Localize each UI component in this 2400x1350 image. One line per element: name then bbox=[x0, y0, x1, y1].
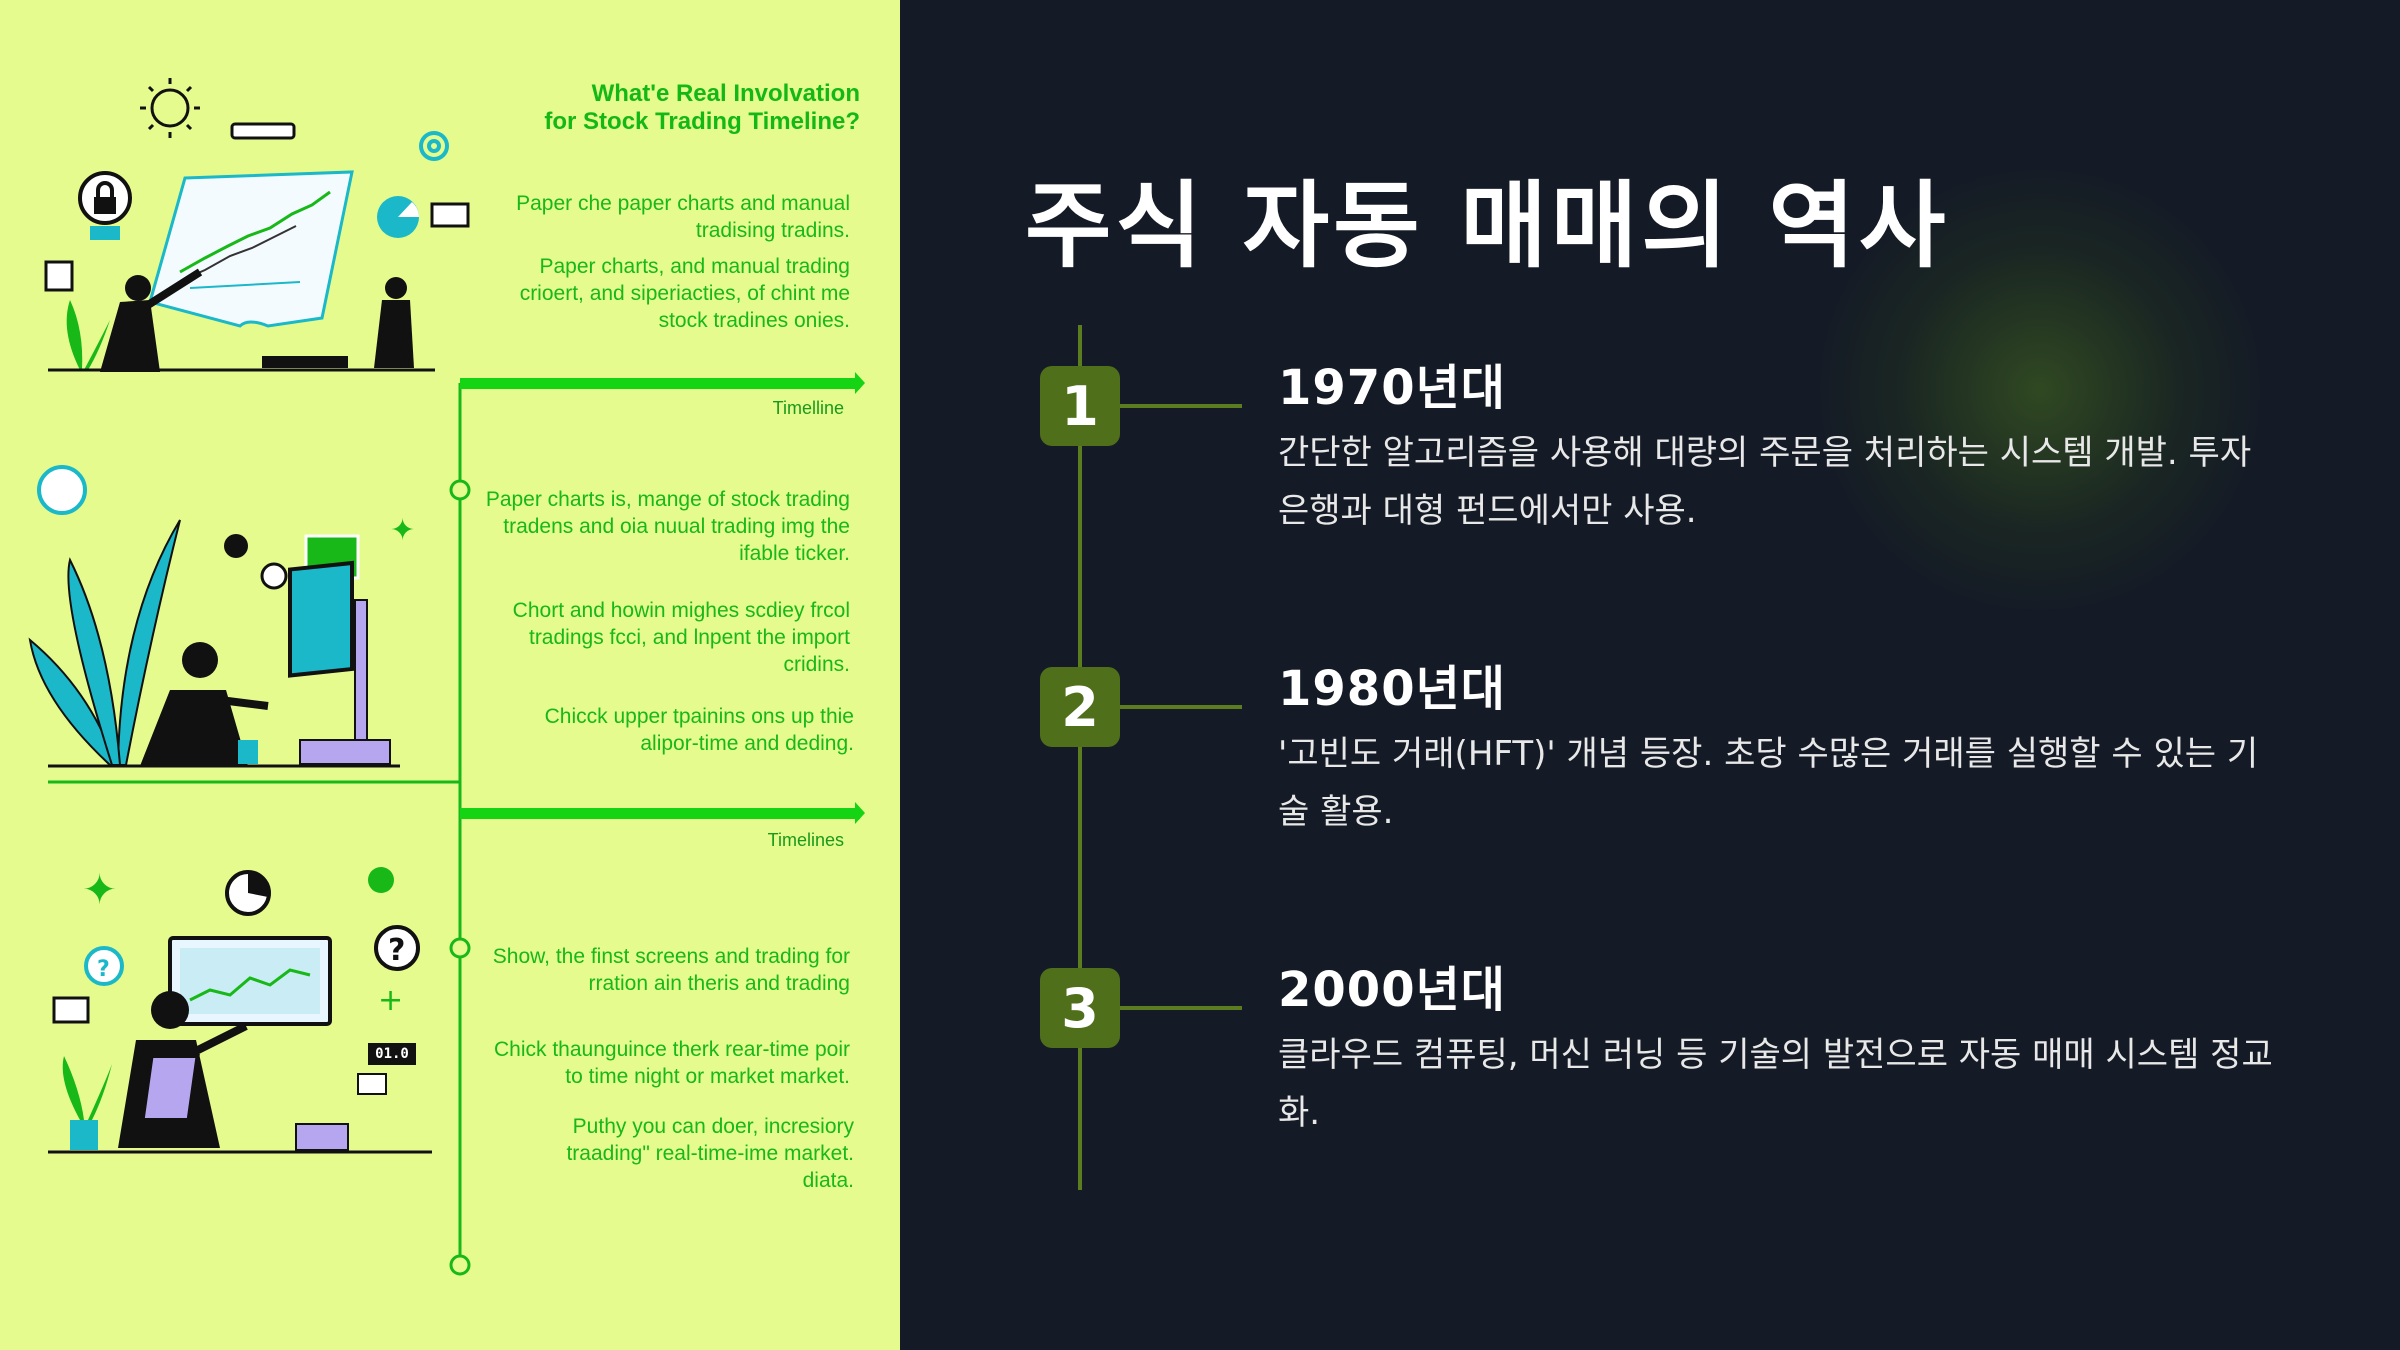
era-description: 간단한 알고리즘을 사용해 대량의 주문을 처리하는 시스템 개발. 투자 은행… bbox=[1278, 433, 2252, 531]
monitor-icon bbox=[288, 560, 391, 765]
timeline-connector bbox=[1120, 404, 1242, 408]
section2-text3: Chicck upper tpainins ons up thie alipor… bbox=[544, 705, 854, 755]
infographic-panel: ✦ ✦ ? ? + bbox=[0, 0, 900, 1350]
step-number-badge: 3 bbox=[1040, 968, 1120, 1048]
lock-icon bbox=[78, 171, 132, 240]
section1-text1: Paper che paper charts and manual tradis… bbox=[516, 192, 850, 242]
timeline-bar bbox=[460, 808, 860, 819]
section3-text2: Chick thaunguince therk rear-time poir t… bbox=[494, 1038, 850, 1088]
timeline-item-1980s: 2 1980년대 '고빈도 거래(HFT)' 개념 등장. 초당 수많은 거래를… bbox=[900, 661, 2400, 927]
card-icon bbox=[357, 1073, 387, 1095]
timeline-connector bbox=[1120, 705, 1242, 709]
sun-icon bbox=[140, 78, 200, 138]
timeline-item-2000s: 3 2000년대 클라우드 컴퓨팅, 머신 러닝 등 기술의 발전으로 자동 매… bbox=[900, 962, 2400, 1228]
chart-icon bbox=[148, 170, 354, 328]
cup-icon bbox=[238, 740, 258, 764]
step-number-badge: 1 bbox=[1040, 366, 1120, 446]
era-heading: 1980년대 bbox=[1278, 661, 1506, 717]
timeline-connector bbox=[1120, 1006, 1242, 1010]
monitor-icon bbox=[140, 1054, 349, 1151]
image-icon bbox=[430, 202, 470, 228]
plant-icon bbox=[28, 519, 181, 766]
era-description: 클라우드 컴퓨팅, 머신 러닝 등 기술의 발전으로 자동 매매 시스템 정교화… bbox=[1278, 1035, 2273, 1133]
monitor-icon bbox=[168, 936, 332, 1026]
svg-text:?: ? bbox=[388, 933, 405, 968]
document-icon bbox=[44, 260, 74, 292]
sparkle-icon: ✦ bbox=[82, 865, 117, 914]
person-figure bbox=[374, 277, 414, 368]
timeline-node bbox=[449, 479, 471, 1276]
timeline-line bbox=[1078, 325, 1082, 1190]
sparkle-icon: ✦ bbox=[390, 513, 415, 548]
infographic-illustration: ✦ ✦ ? ? + bbox=[28, 78, 865, 1276]
plant-icon bbox=[62, 1056, 112, 1150]
laptop-icon bbox=[262, 356, 348, 368]
gear-icon bbox=[419, 131, 449, 161]
virus-icon bbox=[37, 465, 87, 515]
pie-badge-icon bbox=[377, 196, 419, 238]
folder-icon bbox=[52, 996, 90, 1024]
badge-label: 01.0 bbox=[375, 1046, 409, 1062]
slide-title: 주식 자동 매매의 역사 bbox=[1025, 172, 1950, 281]
chat-icon bbox=[224, 534, 248, 558]
gear-icon bbox=[368, 867, 394, 893]
person-figure bbox=[140, 642, 269, 766]
background-glow bbox=[1820, 170, 2260, 610]
pie-icon bbox=[225, 870, 271, 916]
section1-text2: Paper charts, and manual trading crioert… bbox=[519, 255, 850, 332]
section2-text1: Paper charts is, mange of stock trading … bbox=[485, 488, 850, 565]
svg-text:?: ? bbox=[97, 957, 110, 982]
timeline-bar bbox=[460, 378, 860, 389]
toolbar-icon bbox=[230, 122, 296, 140]
badge-box bbox=[368, 1043, 416, 1065]
era-heading: 2000년대 bbox=[1278, 962, 1506, 1018]
era-description: '고빈도 거래(HFT)' 개념 등장. 초당 수많은 거래를 실행할 수 있는… bbox=[1278, 734, 2259, 832]
era-heading: 1970년대 bbox=[1278, 360, 1506, 416]
timeline-item-1970s: 1 1970년대 간단한 알고리즘을 사용해 대량의 주문을 처리하는 시스템 … bbox=[900, 360, 2400, 626]
section3-text1: Show, the finst screens and trading for … bbox=[492, 945, 850, 995]
plant-icon bbox=[66, 300, 110, 370]
question-icon: ? bbox=[84, 946, 124, 986]
location-icon bbox=[260, 562, 288, 590]
plus-icon: + bbox=[378, 983, 403, 1018]
timeline-label: Timelline bbox=[772, 398, 844, 418]
step-number-badge: 2 bbox=[1040, 667, 1120, 747]
section3-text3: Puthy you can doer, incresiory traading"… bbox=[566, 1115, 854, 1192]
content-panel: 주식 자동 매매의 역사 1 1970년대 간단한 알고리즘을 사용해 대량의 … bbox=[900, 0, 2400, 1350]
question-icon: ? bbox=[374, 925, 420, 971]
section2-text2: Chort and howin mighes scdiey frcol trad… bbox=[512, 599, 850, 676]
timeline-label: Timelines bbox=[767, 830, 844, 850]
person-figure bbox=[100, 268, 203, 372]
